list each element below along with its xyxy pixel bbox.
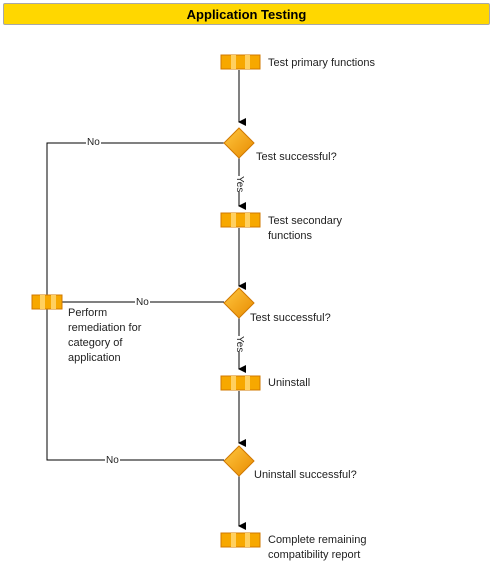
edge-label-no-2: No [135, 297, 150, 308]
process-uninstall-block [220, 375, 261, 391]
label-test-primary: Test primary functions [268, 57, 375, 69]
label-complete-line1: Complete remaining [268, 534, 367, 546]
label-decision3: Uninstall successful? [254, 469, 357, 481]
label-decision1: Test successful? [256, 151, 337, 163]
diagram-title: Application Testing [186, 6, 307, 22]
edge-label-no-3: No [105, 455, 120, 466]
label-remediation-line2: remediation for [68, 322, 142, 334]
label-uninstall: Uninstall [268, 377, 311, 389]
diagram-title-bar: Application Testing [3, 3, 490, 25]
decision3-diamond [223, 445, 255, 477]
decision1-diamond [223, 127, 255, 159]
label-remediation-line1: Perform [68, 307, 108, 319]
edge-label-yes-2: Yes [234, 336, 245, 353]
label-remediation-line4: application [68, 352, 121, 364]
label-remediation-line3: category of [68, 337, 123, 349]
label-test-secondary-line2: functions [268, 230, 313, 242]
process-test-primary-block [220, 54, 261, 70]
edge-label-yes-1: Yes [234, 176, 245, 193]
label-test-secondary-line1: Test secondary [268, 215, 342, 227]
label-complete-line2: compatibility report [268, 549, 361, 561]
process-remediation-block [31, 294, 63, 310]
process-test-secondary-block [220, 212, 261, 228]
label-decision2: Test successful? [250, 312, 331, 324]
decision2-diamond [223, 287, 255, 319]
process-complete-block [220, 532, 261, 548]
edge-label-no-1: No [86, 137, 101, 148]
